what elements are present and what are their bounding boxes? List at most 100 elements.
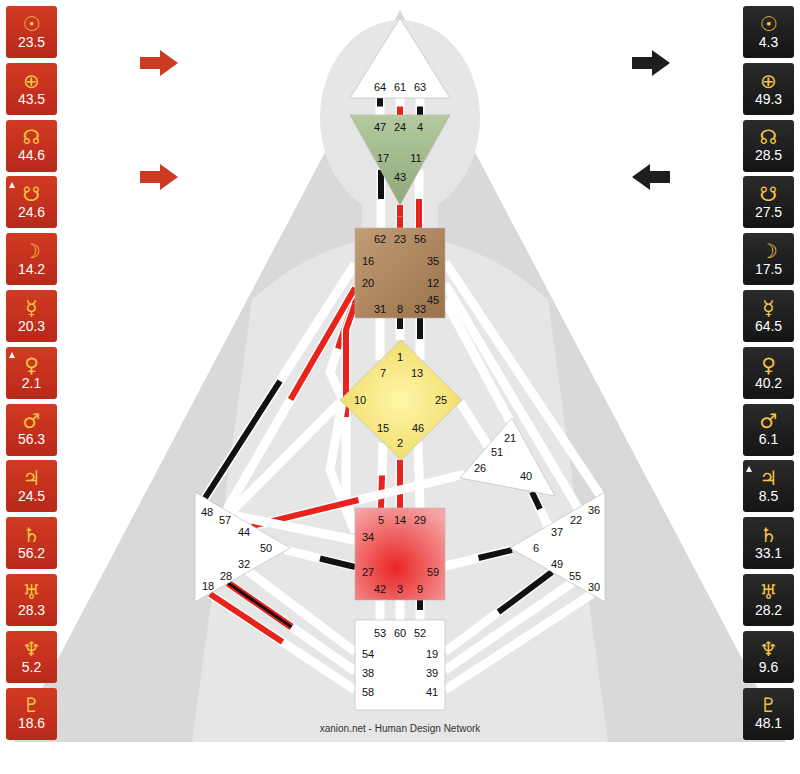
- gate-number: 50: [260, 543, 272, 554]
- gate-number: 45: [427, 295, 439, 306]
- planet-value: 56.3: [18, 432, 45, 447]
- gate-number: 46: [412, 423, 424, 434]
- gate-number: 52: [414, 628, 426, 639]
- gate-number: 27: [362, 567, 374, 578]
- human-silhouette: [192, 20, 608, 742]
- channel: [400, 460, 401, 508]
- planet-box: ♅28.3: [6, 574, 57, 626]
- center-fill: [340, 340, 462, 460]
- planet-box: ♀2.1: [6, 347, 57, 399]
- planet-symbol: ☉: [23, 14, 41, 35]
- gate-number: 39: [426, 668, 438, 679]
- gate-number: 30: [588, 582, 600, 593]
- channel-base: [376, 600, 385, 620]
- planet-value: 6.1: [759, 432, 778, 447]
- gate-number: 51: [491, 447, 503, 458]
- planet-symbol: ☿: [25, 298, 37, 319]
- channel: [420, 318, 421, 360]
- planet-symbol: ☊: [23, 127, 41, 148]
- channel-base: [228, 583, 355, 671]
- channel: [460, 402, 488, 446]
- channel: [285, 550, 355, 567]
- gate-number: 59: [427, 567, 439, 578]
- energy-center: 536052541938395841: [355, 620, 445, 710]
- energy-center: 47244171143: [350, 115, 450, 205]
- gate-number: 21: [504, 433, 516, 444]
- gate-activation: [397, 318, 403, 340]
- channel-base: [445, 594, 592, 690]
- gate-number: 38: [362, 668, 374, 679]
- planet-value: 2.1: [22, 376, 41, 391]
- gate-activation: [378, 170, 384, 228]
- planet-value: 9.6: [759, 660, 778, 675]
- gate-number: 28: [220, 571, 232, 582]
- gate-number: 32: [238, 559, 250, 570]
- channel-base: [418, 442, 420, 508]
- channel: [420, 600, 421, 620]
- channel: [400, 205, 401, 228]
- gate-number: 42: [374, 584, 386, 595]
- gate-activation: [397, 460, 403, 508]
- channel: [419, 170, 420, 228]
- channel: [230, 401, 341, 513]
- planet-symbol: ♂: [760, 411, 778, 432]
- gate-activation: [417, 98, 423, 115]
- channel-base: [396, 318, 405, 340]
- channel-base: [445, 284, 578, 508]
- planet-symbol: ⊕: [23, 71, 40, 92]
- channel-base: [376, 318, 385, 360]
- planet-box: ☋24.6: [6, 176, 57, 228]
- planet-symbol: ♇: [23, 695, 41, 716]
- gate-number: 44: [238, 527, 250, 538]
- planet-symbol: ⊕: [760, 71, 777, 92]
- planet-value: 64.5: [755, 319, 782, 334]
- planet-box: ♆5.2: [6, 631, 57, 683]
- channel: [445, 583, 572, 670]
- center-fill: [460, 418, 555, 496]
- planet-box: ♆9.6: [743, 631, 794, 683]
- planet-value: 23.5: [18, 35, 45, 50]
- planet-box: ☽14.2: [6, 233, 57, 285]
- channel-base: [396, 205, 405, 228]
- planet-box: ♇18.6: [6, 688, 57, 740]
- energy-center: 1713102515462: [340, 340, 462, 460]
- planet-box: ☽17.5: [743, 233, 794, 285]
- planet-box: ☋27.5: [743, 176, 794, 228]
- personality-arrows: [632, 50, 670, 190]
- planet-box: ☊28.5: [743, 120, 794, 172]
- planet-value: 49.3: [755, 92, 782, 107]
- gate-number: 56: [414, 234, 426, 245]
- gate-number: 11: [410, 153, 421, 164]
- gate-activation: [416, 170, 422, 228]
- planet-value: 14.2: [18, 262, 45, 277]
- gate-number: 18: [202, 581, 214, 592]
- channel: [210, 594, 355, 690]
- gate-activation: [417, 600, 423, 620]
- gate-activation: [397, 205, 403, 228]
- channel: [346, 304, 355, 530]
- gate-number: 14: [394, 515, 406, 526]
- gate-number: 62: [374, 234, 386, 245]
- gate-number: 41: [426, 687, 438, 698]
- planet-symbol: ♃: [23, 468, 41, 489]
- planet-box: ♃24.5: [6, 460, 57, 512]
- planet-value: 48.1: [755, 716, 782, 731]
- gate-number: 54: [362, 649, 374, 660]
- channel: [445, 594, 592, 690]
- gate-activation: [210, 594, 355, 690]
- gate-number: 5: [378, 515, 384, 526]
- planet-symbol: ♃: [760, 468, 778, 489]
- gate-activation: [397, 98, 403, 115]
- planet-symbol: ♄: [760, 525, 778, 546]
- gate-number: 9: [417, 584, 423, 595]
- channel-base: [415, 170, 424, 228]
- gate-number: 8: [397, 304, 403, 315]
- center-fill: [350, 115, 450, 205]
- gate-number: 55: [569, 571, 581, 582]
- planet-symbol: ♅: [23, 582, 41, 603]
- gate-number: 49: [551, 559, 563, 570]
- channel-base: [230, 401, 341, 513]
- gate-number: 13: [411, 368, 423, 379]
- channel: [330, 403, 355, 532]
- marker-triangle: [9, 352, 15, 358]
